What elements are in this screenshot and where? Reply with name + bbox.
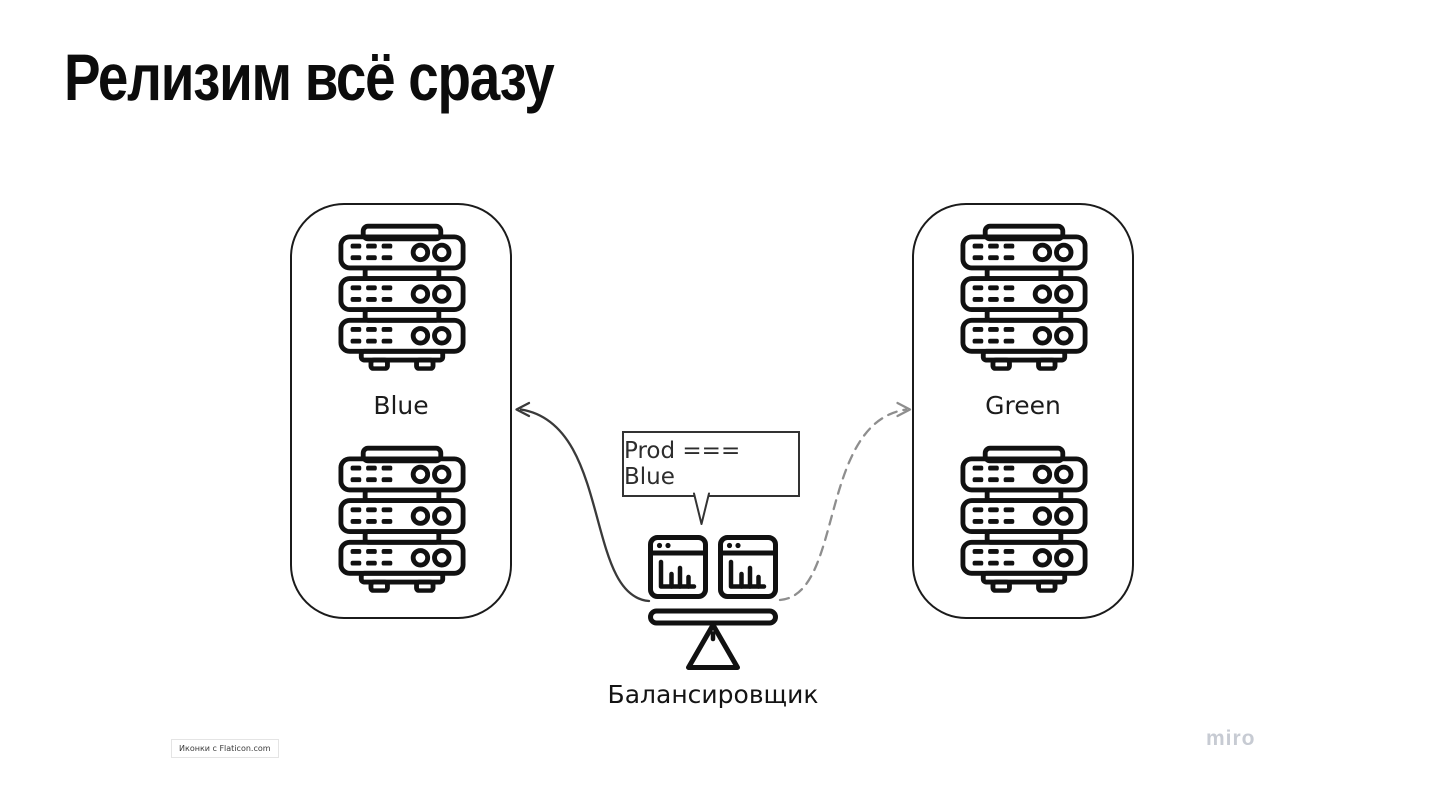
arrow-to-blue-head bbox=[515, 401, 531, 418]
group-green[interactable]: Green bbox=[912, 203, 1134, 619]
group-green-label: Green bbox=[985, 391, 1061, 420]
flaticon-credit: Иконки с Flaticon.com bbox=[171, 739, 279, 758]
bubble-tail bbox=[693, 492, 710, 525]
group-blue-label: Blue bbox=[373, 391, 429, 420]
annotation-text: Prod === Blue bbox=[624, 438, 741, 490]
server-rack-icon bbox=[338, 223, 466, 371]
group-blue[interactable]: Blue bbox=[290, 203, 512, 619]
annotation-bubble[interactable]: Prod === Blue bbox=[622, 431, 800, 497]
server-rack-icon bbox=[338, 445, 466, 593]
server-rack-icon bbox=[960, 223, 1088, 371]
arrow-to-green-head bbox=[896, 401, 912, 418]
server-rack-icon bbox=[960, 445, 1088, 593]
slide-title: Релизим всё сразу bbox=[64, 40, 555, 114]
load-balancer-scale-icon[interactable] bbox=[648, 535, 778, 673]
balancer-label: Балансировщик bbox=[607, 680, 819, 709]
miro-watermark: miro bbox=[1206, 727, 1256, 750]
